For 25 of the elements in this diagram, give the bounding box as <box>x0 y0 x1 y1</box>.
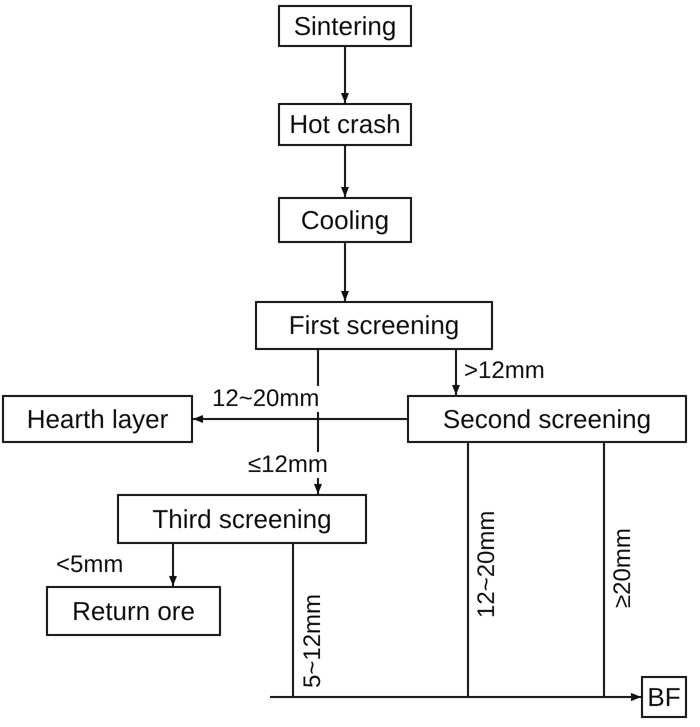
process-box <box>46 586 221 636</box>
process-box <box>407 395 687 443</box>
arrow <box>341 146 349 197</box>
arrow <box>603 443 641 701</box>
box-label: First screening <box>288 310 460 341</box>
box-label: Second screening <box>442 404 652 434</box>
process-box <box>641 676 687 718</box>
box-label: Hot crash <box>289 109 401 140</box>
arrow <box>452 350 460 395</box>
process-box <box>278 197 412 243</box>
process-box <box>255 301 493 350</box>
box-label: Hearth layer <box>26 404 168 434</box>
box-label: Third screening <box>152 504 332 534</box>
box-label: Sintering <box>294 10 396 42</box>
process-box <box>117 494 367 544</box>
box-label: Return ore <box>72 596 195 626</box>
box-label: BF <box>647 682 681 712</box>
process-box <box>278 5 412 47</box>
arrow <box>193 415 407 423</box>
arrow <box>341 243 349 301</box>
box-label: Cooling <box>300 204 390 236</box>
arrow <box>169 544 177 586</box>
arrow <box>341 47 349 103</box>
process-box <box>278 103 412 146</box>
process-box <box>2 395 193 443</box>
